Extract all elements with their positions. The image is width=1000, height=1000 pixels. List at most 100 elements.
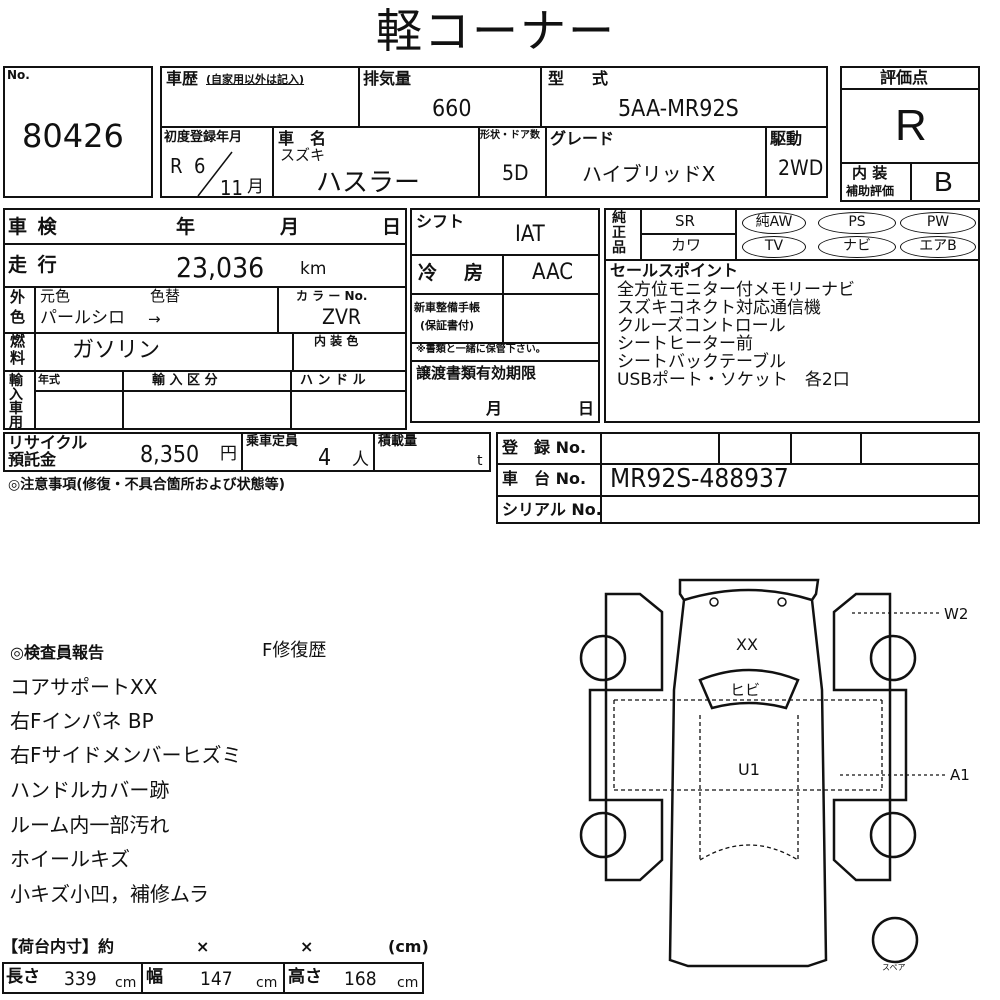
fuel-value: ガソリン [72,338,161,363]
ac-label: 冷 房 [418,262,488,284]
orig-color-value: パールシロ [40,308,125,328]
first-reg-month-unit: 月 [247,177,264,197]
sales-point-6: USBポート・ソケット 各2口 [617,370,850,390]
recycle-row [3,432,491,472]
new-car-note: ※書類と一緒に保管下さい。 [416,344,546,355]
mark-windshield: ヒビ [730,681,761,699]
color-code-value: ZVR [322,305,361,329]
rating-label: 評価点 [880,68,929,87]
chassis-value: MR92S-488937 [610,464,789,494]
capacity-label: 乗車定員 [246,434,299,449]
new-car-label-2: (保証書付) [420,319,475,332]
report-item-7: 小キズ小凹，補修ムラ [10,882,209,906]
registration-block [496,432,980,524]
capacity-value: 4 [318,445,332,471]
cargo-width: 147 [200,968,233,990]
drive-label: 駆動 [770,129,803,148]
lot-no-label: No. [7,68,30,82]
equip-leather: カワ [671,236,702,254]
vehicle-spec-block [3,208,407,430]
equip-power-steering: PS [818,212,896,234]
color-change-label: 色替 [150,287,181,305]
drive-value: 2WD [778,156,824,180]
top-info-grid [160,66,828,198]
equipment-label: 純正品 [612,210,626,256]
mark-roof: U1 [738,760,760,779]
grade-label: グレード [550,129,615,148]
report-item-3: 右Fサイドメンバーヒズミ [10,743,242,767]
body-label: 形状・ドア数 [480,130,540,141]
cargo-length-label: 長さ [6,967,40,987]
car-name-label: 車 名 [278,129,327,148]
import-label: 輸入車用 [9,373,23,431]
mark-door: W2 [944,605,969,623]
new-car-label-1: 新車整備手帳 [414,301,480,314]
load-unit: t [477,453,483,469]
ac-value: AAC [532,260,574,285]
cargo-length: 339 [64,968,97,990]
cargo-length-unit: cm [115,975,137,991]
interior-color-label: 内 装 色 [314,334,359,348]
sales-point-3: クルーズコントロール [617,316,786,336]
first-reg-label: 初度登録年月 [164,130,243,145]
orig-color-label: 元色 [40,287,71,305]
equip-airbag: エアB [900,236,976,258]
inspection-day: 日 [382,216,402,238]
transfer-month: 月 [486,399,503,418]
inspection-year: 年 [176,216,196,238]
first-reg-year: 6 [194,154,206,178]
inspection-month: 月 [280,216,300,238]
load-label: 積載量 [378,434,418,449]
drive-train-block [410,208,600,423]
interior-label-2: 補助評価 [846,184,895,198]
mark-side: A1 [950,766,970,784]
caution-label: ◎注意事項(修復・不具合箇所および状態等) [8,477,286,493]
car-maker: スズキ [280,146,326,164]
recycle-unit: 円 [220,444,237,464]
cargo-header: 【荷台内寸】約 [2,937,115,956]
sales-points-label: セールスポイント [610,261,739,280]
color-change-arrow: → [148,310,161,328]
report-item-4: ハンドルカバー跡 [10,778,170,802]
shift-value: IAT [515,222,545,247]
capacity-unit: 人 [352,450,369,470]
recycle-value: 8,350 [140,442,200,468]
mileage-value: 23,036 [176,251,265,284]
cargo-x2: × [300,937,314,956]
sales-point-2: スズキコネクト対応通信機 [617,298,821,318]
equip-sr: SR [675,212,695,230]
cargo-width-label: 幅 [146,967,163,987]
equipment-sales-block [604,208,980,423]
cargo-height-label: 高さ [288,967,322,987]
sales-point-1: 全方位モニター付メモリーナビ [617,280,855,300]
color-code-label: カ ラ ー No. [296,289,368,303]
cargo-height: 168 [344,968,377,990]
repair-flag: F修復歴 [262,640,327,661]
interior-value: B [934,166,953,197]
shift-label: シフト [416,212,465,231]
cargo-unit-header: (cm) [388,937,429,956]
first-reg-month: 11 [220,176,243,200]
displacement-value: 660 [432,96,472,122]
page-title: 軽コーナー [376,4,616,58]
body-value: 5D [502,161,529,185]
cargo-height-unit: cm [397,975,419,991]
recycle-label-2: 預託金 [8,450,57,469]
model-label: 型 式 [548,69,615,88]
report-item-1: コアサポートXX [10,675,158,699]
spare-label: スペア [882,963,906,972]
transfer-label: 譲渡書類有効期限 [416,364,537,382]
lot-box [3,66,153,198]
history-note: (自家用以外は記入) [206,73,305,86]
mileage-unit: km [300,259,327,279]
mileage-label: 走 行 [8,254,59,276]
outer-color-label-2: 色 [10,308,26,326]
import-type-label: 輸 入 区 分 [152,373,218,388]
equip-navi: ナビ [818,236,896,258]
transfer-day: 日 [578,399,595,418]
mark-front: XX [736,635,758,654]
history-label: 車歴 [166,69,199,88]
report-item-2: 右Fインパネ BP [10,709,154,733]
